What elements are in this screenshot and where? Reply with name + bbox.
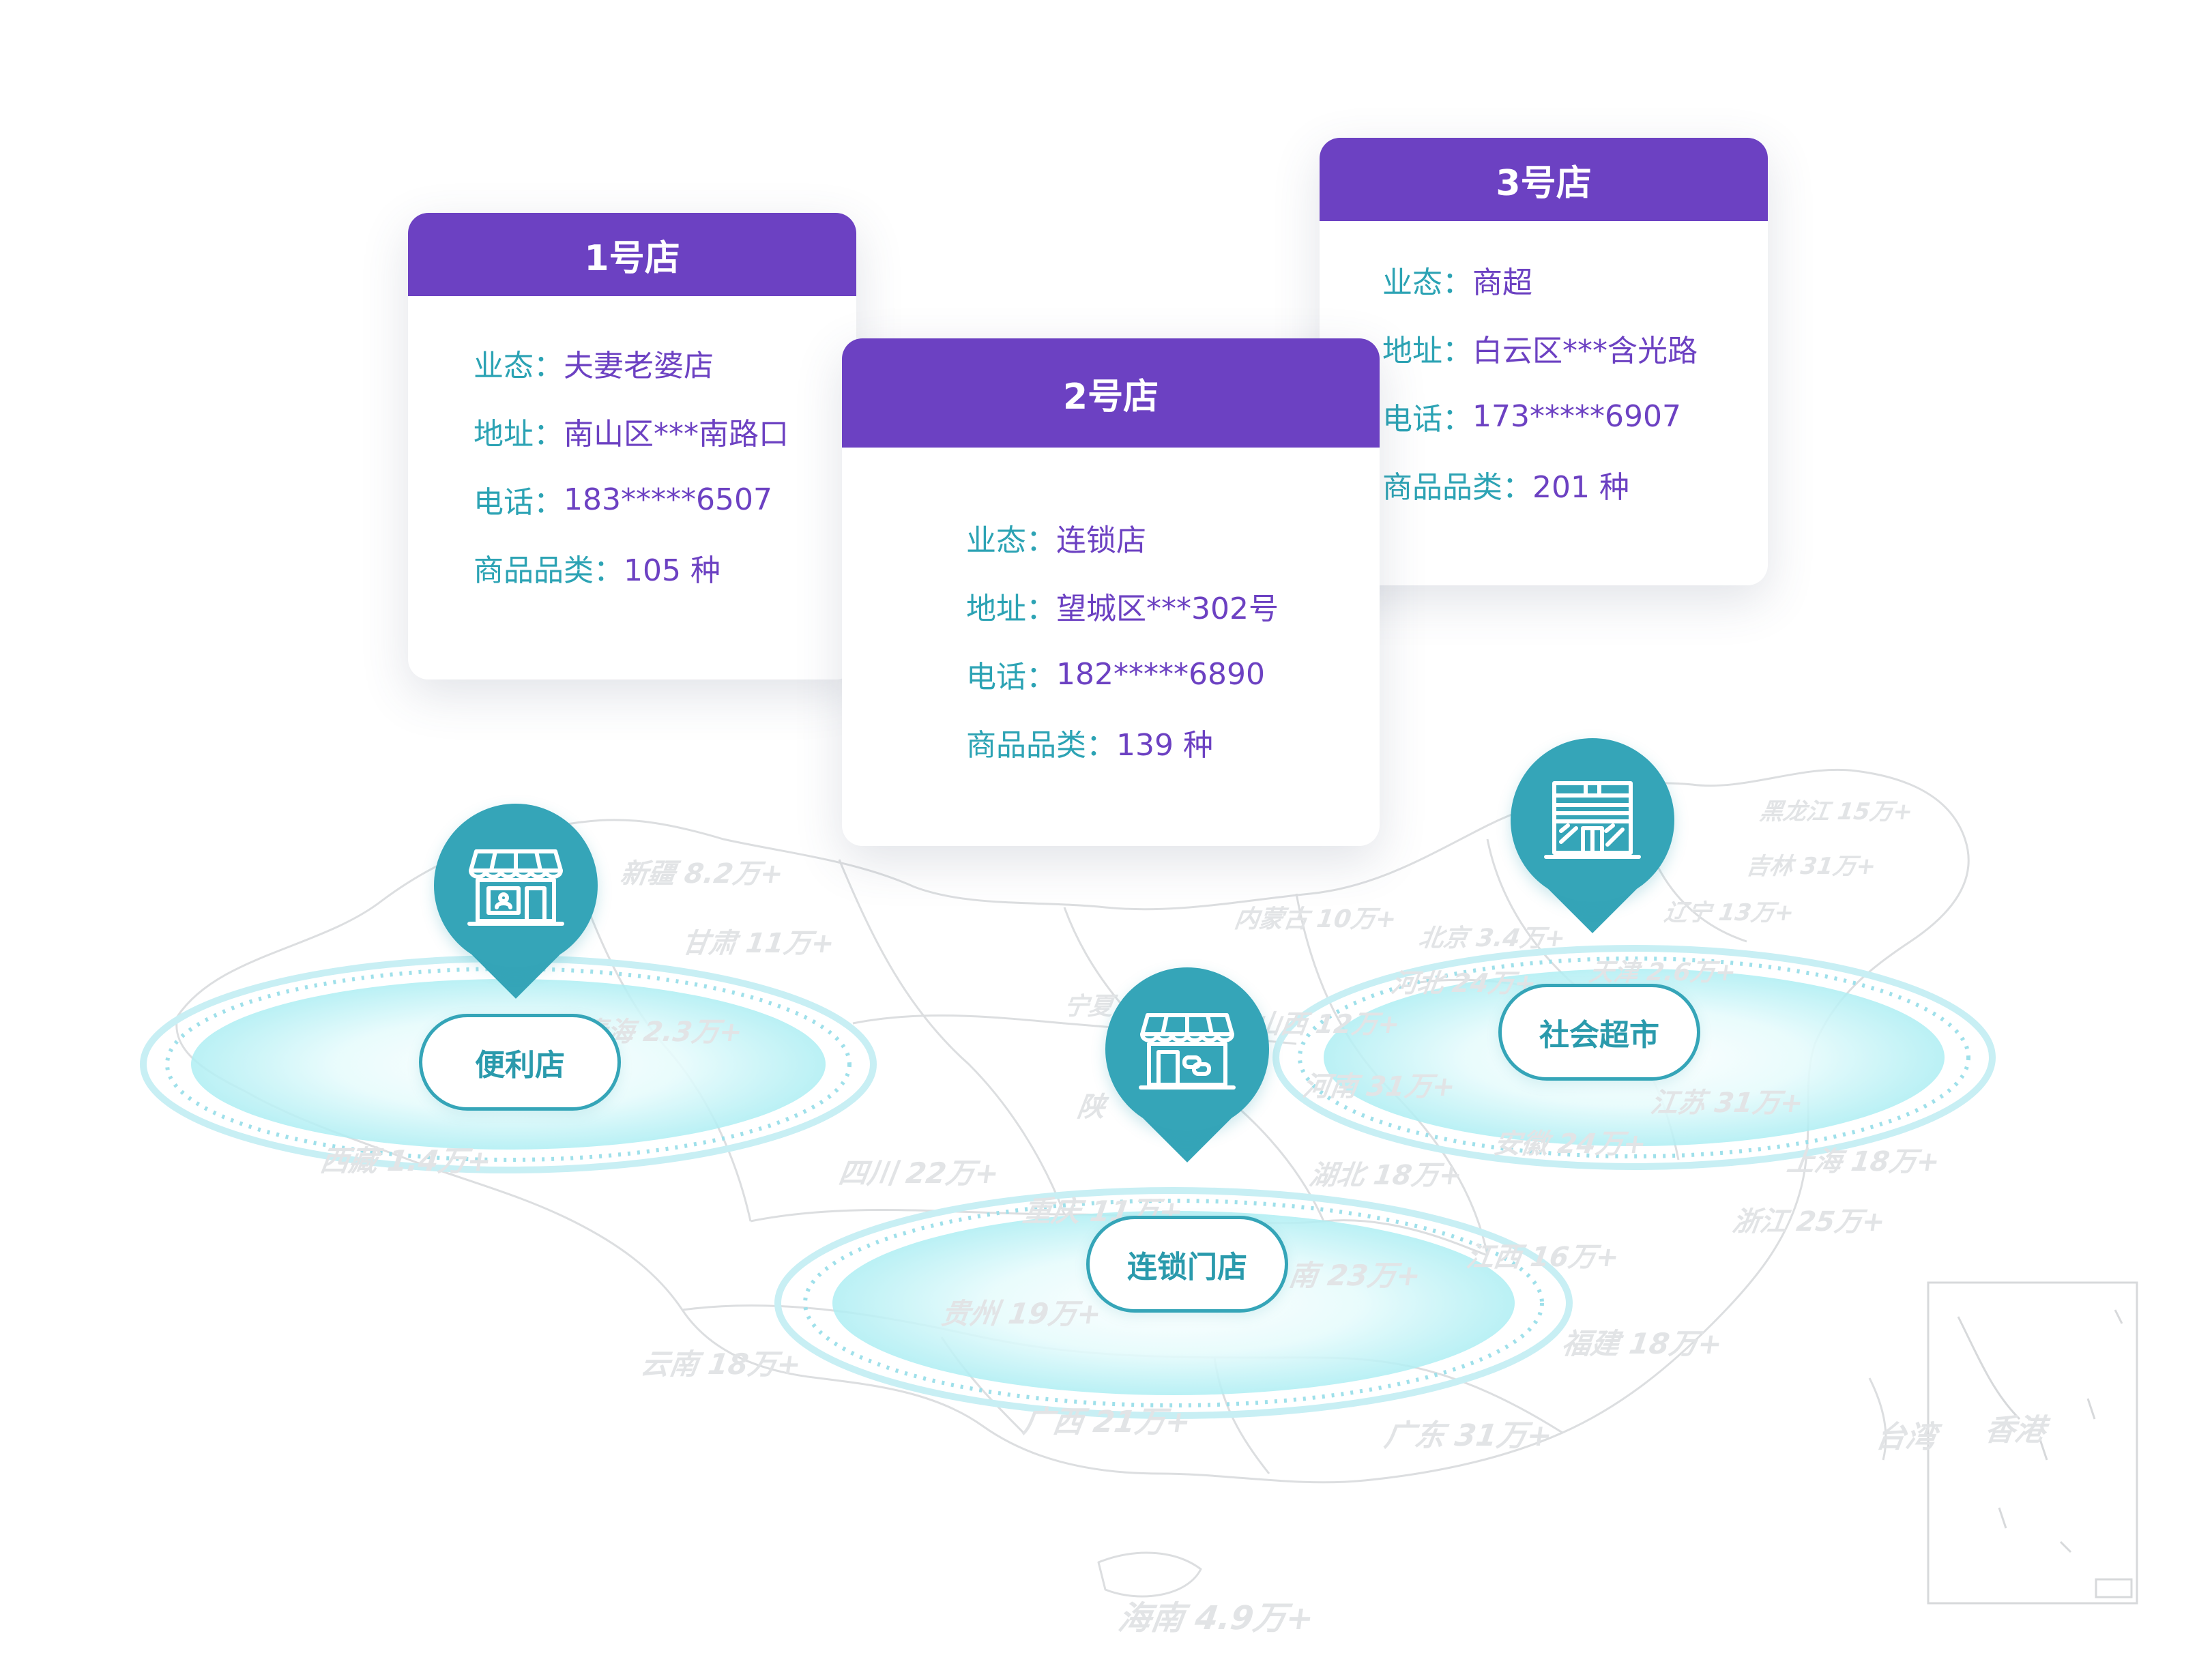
map-label: 江苏 31万+	[1648, 1087, 1805, 1119]
map-label: 香港	[1982, 1413, 2048, 1448]
map-label: 天津 2.6万+	[1587, 959, 1738, 987]
info-label: 电话：	[966, 660, 1056, 695]
map-label: 山西 12万+	[1253, 1009, 1402, 1039]
info-label: 商品品类：	[966, 728, 1116, 763]
info-value: 望城区***302号	[1056, 591, 1279, 626]
map-label: 湖北 18万+	[1307, 1160, 1464, 1191]
supermarket-icon	[1544, 781, 1641, 859]
info-label: 商品品类：	[1382, 470, 1532, 505]
store-info-row: 商品品类：139 种	[966, 708, 1380, 776]
pin-head	[1105, 967, 1269, 1131]
info-label: 电话：	[474, 485, 564, 520]
info-value: 夫妻老婆店	[564, 349, 714, 383]
info-label: 商品品类：	[474, 553, 624, 588]
info-label: 地址：	[1382, 334, 1472, 368]
map-label: 吉林 31万+	[1744, 853, 1878, 880]
store-card-1-body: 业态：夫妻老婆店 地址：南山区***南路口 电话：183*****6507 商品…	[408, 296, 856, 602]
store-info-row: 业态：夫妻老婆店	[474, 329, 856, 397]
info-value: 105 种	[624, 553, 721, 588]
info-value: 连锁店	[1056, 523, 1146, 558]
map-label: 台湾	[1873, 1420, 1938, 1455]
info-value: 白云区***含光路	[1472, 334, 1698, 368]
map-label: 甘肃 11万+	[680, 928, 836, 959]
info-label: 业态：	[474, 349, 564, 383]
store-info-row: 商品品类：201 种	[1382, 450, 1768, 518]
map-label: 黑龙江 15万+	[1758, 798, 1915, 825]
store-card-3-body: 业态：商超 地址：白云区***含光路 电话：173*****6907 商品品类：…	[1320, 221, 1768, 518]
info-label: 地址：	[474, 417, 564, 452]
store-info-row: 地址：南山区***南路口	[474, 397, 856, 465]
store-card-3[interactable]: 3号店 业态：商超 地址：白云区***含光路 电话：173*****6907 商…	[1320, 138, 1768, 585]
store-card-2-title: 2号店	[842, 338, 1380, 448]
store-info-row: 电话：182*****6890	[966, 640, 1380, 708]
store-info-row: 业态：连锁店	[966, 503, 1380, 572]
map-label: 新疆 8.2万+	[618, 858, 785, 890]
pin-head	[434, 804, 598, 967]
marker-supermarket[interactable]	[1511, 738, 1674, 940]
map-label: 南 23万+	[1287, 1259, 1423, 1292]
map-label: 内蒙古 10万+	[1232, 905, 1399, 933]
info-value: 182*****6890	[1056, 656, 1265, 692]
store-info-row: 电话：183*****6507	[474, 465, 856, 534]
marker-label-convenience[interactable]: 便利店	[419, 1014, 621, 1111]
info-label: 业态：	[1382, 265, 1472, 300]
info-value: 南山区***南路口	[564, 417, 789, 452]
map-label: 安徽 24万+	[1491, 1128, 1648, 1160]
map-label: 陕	[1075, 1092, 1107, 1123]
map-label: 四川 22万+	[836, 1156, 1002, 1190]
store-info-row: 电话：173*****6907	[1382, 382, 1768, 450]
map-label: 上海 18万+	[1785, 1146, 1942, 1178]
marker-convenience-store[interactable]	[434, 804, 598, 1006]
info-value: 139 种	[1116, 728, 1213, 763]
convenience-store-icon	[467, 849, 564, 926]
info-value: 商超	[1472, 265, 1532, 300]
store-info-row: 地址：望城区***302号	[966, 572, 1380, 640]
inset-map	[1927, 1281, 2138, 1605]
marker-label-chain[interactable]: 连锁门店	[1086, 1216, 1288, 1313]
info-value: 201 种	[1532, 470, 1629, 505]
map-label: 广东 31万+	[1382, 1418, 1555, 1453]
info-value: 183*****6507	[564, 482, 772, 517]
map-label: 福建 18万+	[1560, 1327, 1725, 1360]
store-card-1-title: 1号店	[408, 213, 856, 296]
info-value: 173*****6907	[1472, 398, 1681, 434]
store-card-1[interactable]: 1号店 业态：夫妻老婆店 地址：南山区***南路口 电话：183*****650…	[408, 213, 856, 679]
store-info-row: 地址：白云区***含光路	[1382, 314, 1768, 382]
map-label: 浙江 25万+	[1730, 1206, 1887, 1238]
map-label: 贵州 19万+	[939, 1297, 1104, 1330]
info-label: 业态：	[966, 523, 1056, 558]
map-label: 河南 31万+	[1300, 1071, 1457, 1102]
info-label: 电话：	[1382, 402, 1472, 437]
chain-store-icon	[1139, 1013, 1236, 1090]
marker-label-supermarket[interactable]: 社会超市	[1498, 984, 1700, 1081]
store-card-2-body: 业态：连锁店 地址：望城区***302号 电话：182*****6890 商品品…	[842, 448, 1380, 776]
info-label: 地址：	[966, 591, 1056, 626]
map-label: 辽宁 13万+	[1662, 899, 1796, 926]
store-card-2[interactable]: 2号店 业态：连锁店 地址：望城区***302号 电话：182*****6890…	[842, 338, 1380, 846]
map-label: 云南 18万+	[639, 1347, 804, 1381]
map-label: 西藏 1.4万+	[318, 1144, 494, 1178]
marker-chain-store[interactable]	[1105, 967, 1269, 1169]
map-label: 海南 4.9万+	[1116, 1599, 1317, 1637]
map-label: 江西 16万+	[1464, 1242, 1621, 1273]
map-label: 广西 21万+	[1020, 1405, 1193, 1440]
store-card-3-title: 3号店	[1320, 138, 1768, 221]
store-info-row: 业态：商超	[1382, 246, 1768, 314]
store-info-row: 商品品类：105 种	[474, 534, 856, 602]
